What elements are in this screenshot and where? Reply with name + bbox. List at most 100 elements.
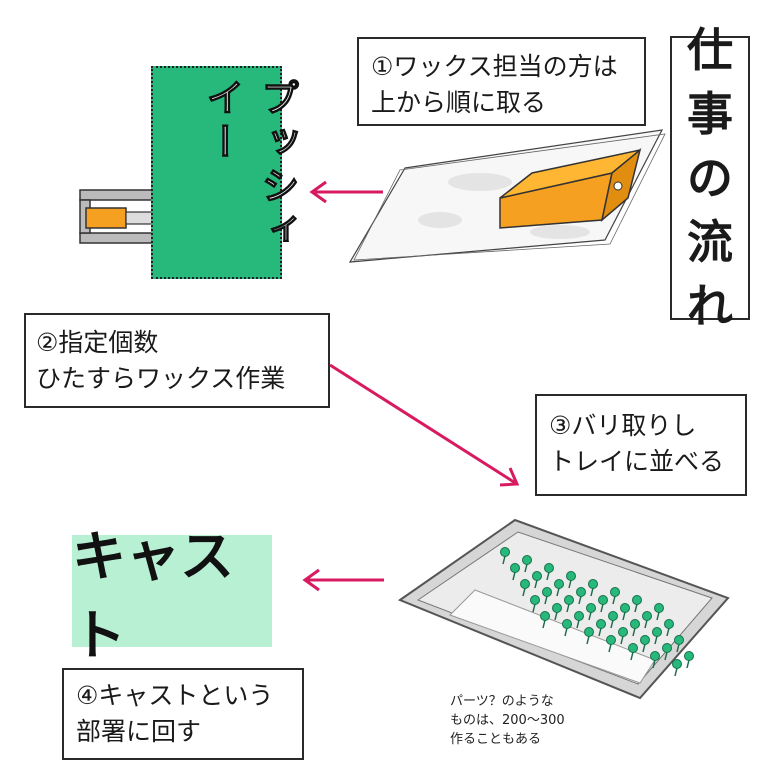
wax-part-stem [674,667,678,677]
wax-part-stem [590,587,594,597]
wax-part [664,619,674,629]
wax-part-stem [676,643,680,653]
tray [397,518,730,700]
wax-part [500,547,510,557]
wax-part-stem [656,611,660,621]
wax-part [554,579,564,589]
wax-part-stem [654,635,658,645]
wax-part [598,595,608,605]
wax-part-stem [556,587,560,597]
step-2-box: ②指定個数 ひたすらワックス作業 [24,313,330,408]
wax-part [620,603,630,613]
wax-part [610,587,620,597]
wax-part [672,659,682,669]
title-char: 仕 [687,23,733,77]
wax-part [544,563,554,573]
wax-part [640,635,650,645]
wax-part-stem [686,659,690,669]
arrow-step1-to-pusher [309,180,383,204]
wax-part [540,611,550,621]
wax-part [510,563,520,573]
wax-part-stem [632,627,636,637]
step-2-line1: ②指定個数 [36,328,159,357]
wax-part-stem [612,595,616,605]
wax-part-stem [634,603,638,613]
step-1-line2: 上から順に取る [371,88,547,117]
wax-part-stem [664,651,668,661]
wax-part-stem [576,619,580,629]
wax-part [596,619,606,629]
wax-part-stem [512,571,516,581]
wax-part [564,595,574,605]
wax-part-stem [652,659,656,669]
title-char: れ [687,279,733,333]
step-4-line2: 部署に回す [76,717,202,746]
wax-part-stem [630,651,634,661]
wax-part-stem [534,579,538,589]
title-char: 流 [687,215,733,269]
wax-part-stem [542,619,546,629]
wax-block [499,147,642,229]
wax-part [618,627,628,637]
wax-part-stem [578,595,582,605]
step-3-box: ③バリ取りし トレイに並べる [535,394,747,496]
wax-part [628,643,638,653]
wax-part-stem [546,571,550,581]
wax-part [654,603,664,613]
step-3-line1: ③バリ取りし [549,411,697,440]
wax-part-stem [522,587,526,597]
step-4-line1: ④キャストという [76,681,274,710]
wax-part [552,603,562,613]
title-char: 事 [687,87,733,141]
wax-part [630,619,640,629]
wax-part [606,635,616,645]
wax-part-stem [610,619,614,629]
wax-part-stem [644,619,648,629]
wax-part-stem [666,627,670,637]
wax-part [650,651,660,661]
wax-part-stem [564,627,568,637]
pushy-label: プッシィイー [199,77,299,254]
wax-part-stem [568,579,572,589]
wax-part [532,571,542,581]
wax-part-stem [532,603,536,613]
wax-part [542,587,552,597]
wax-part-stem [544,595,548,605]
wax-part [674,635,684,645]
wax-part [684,651,694,661]
wax-part [642,611,652,621]
machine-rails [79,189,153,244]
cast-department-box: キャスト [72,525,272,667]
arrow-step2-to-step3 [329,363,520,487]
wax-part [530,595,540,605]
wax-part [520,579,530,589]
step-3-line2: トレイに並べる [549,447,725,476]
cast-label: キャスト [72,525,234,667]
wax-part-stem [642,643,646,653]
wax-part-stem [598,627,602,637]
wax-part-stem [554,611,558,621]
title-char: の [687,151,733,205]
step-2-line2: ひたすらワックス作業 [36,364,286,393]
wax-part [574,611,584,621]
pushy-machine: プッシィイー [151,66,300,279]
tray-parts [500,547,694,677]
wax-part [522,555,532,565]
wax-part [588,579,598,589]
wax-part-stem [608,643,612,653]
wax-part-stem [586,635,590,645]
wax-part [662,643,672,653]
wax-part-stem [620,635,624,645]
wax-part [586,603,596,613]
arrow-tray-to-cast [302,568,384,592]
parts-note: パーツ？のような ものは、200〜300 作ることもある [450,694,565,747]
wax-part [576,587,586,597]
wax-part-stem [566,603,570,613]
wax-part [632,595,642,605]
wax-part [566,571,576,581]
wax-part [584,627,594,637]
wax-part [608,611,618,621]
step-1-box: ①ワックス担当の方は 上から順に取る [357,37,646,126]
wax-part [562,619,572,629]
